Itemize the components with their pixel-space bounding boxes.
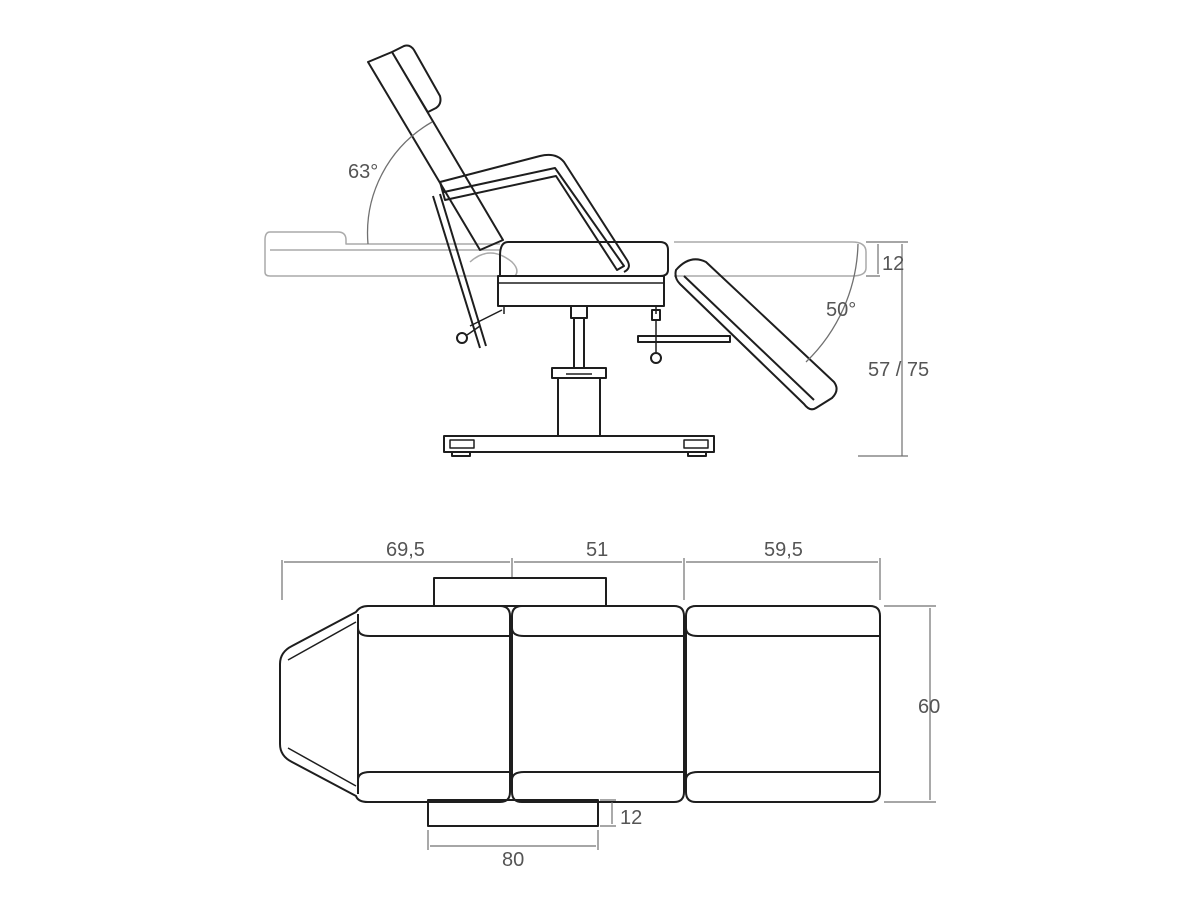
- armrest-side: [439, 153, 630, 273]
- top-length-dimensions: [281, 558, 881, 600]
- seat-top: [511, 605, 685, 803]
- legrest-top: [685, 605, 881, 803]
- hydraulic-base: [443, 305, 715, 457]
- width-dimension: [884, 605, 936, 803]
- side-view: 63° 50° 12 57 / 75: [264, 44, 929, 457]
- backrest-side: [367, 44, 504, 251]
- legrest-angle-label: 50°: [826, 299, 856, 321]
- width-label: 60: [918, 696, 940, 718]
- top-view: 69,5 51 59,5 60: [279, 539, 940, 871]
- strut-knob: [456, 332, 468, 344]
- backrest-length-label: 69,5: [386, 539, 425, 561]
- armrest-thickness-label: 12: [620, 807, 642, 829]
- backrest-angle-label: 63°: [348, 161, 378, 183]
- armrest-top-lower: [427, 799, 599, 827]
- side-dimensions: [858, 241, 908, 457]
- legrest-side: [674, 258, 838, 411]
- armrest-length-label: 80: [502, 849, 524, 871]
- legrest-length-label: 59,5: [764, 539, 803, 561]
- foot-lever: [637, 309, 731, 364]
- backrest-angle-arc: [366, 121, 433, 245]
- seat-height-label: 57 / 75: [868, 359, 929, 381]
- backrest-top: [279, 605, 511, 803]
- legrest-angle-arc: [805, 243, 859, 363]
- seat-length-label: 51: [586, 539, 608, 561]
- ghost-flat-position: [264, 231, 867, 277]
- seat-side: [497, 241, 669, 314]
- seat-thickness-label: 12: [882, 253, 904, 275]
- armrest-top-upper: [433, 577, 607, 607]
- backrest-strut: [432, 193, 503, 349]
- armrest-dimensions: [427, 799, 616, 850]
